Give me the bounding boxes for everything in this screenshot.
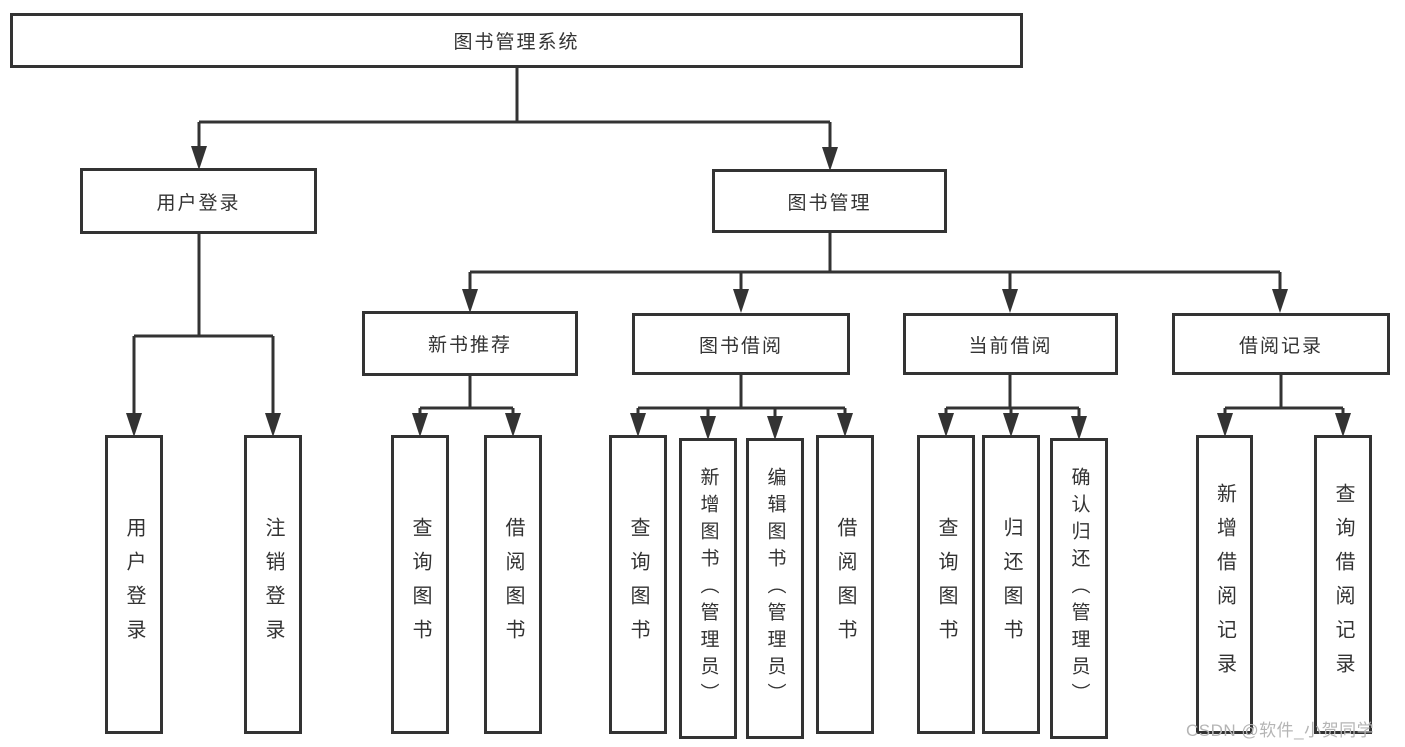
node-label: 确认归还（管理员） [1068, 467, 1090, 710]
connector-bookborrow-to-leaves [636, 375, 847, 417]
node-book-management: 图书管理 [712, 169, 947, 233]
node-label: 借阅图书 [834, 516, 856, 653]
leaf-logout: 注销登录 [244, 435, 302, 734]
connector-currentborrow-to-leaves [944, 375, 1081, 417]
node-label: 借阅图书 [502, 516, 524, 653]
node-current-borrowing: 当前借阅 [903, 313, 1118, 375]
node-library-management-system: 图书管理系统 [10, 13, 1023, 68]
connector-userlogin-to-leaves [132, 234, 275, 414]
node-label: 用户登录 [156, 192, 241, 214]
node-label: 查询图书 [627, 516, 649, 653]
node-label: 查询借阅记录 [1332, 482, 1354, 687]
leaf-query-books-borrow: 查询图书 [609, 435, 667, 734]
node-label: 新增借阅记录 [1213, 482, 1236, 687]
leaf-confirm-return-admin: 确认归还（管理员） [1050, 438, 1108, 739]
node-new-book-recommendation: 新书推荐 [362, 311, 578, 376]
leaf-borrow-books: 借阅图书 [816, 435, 874, 734]
node-label: 用户登录 [123, 516, 145, 653]
node-label: 查询图书 [409, 516, 431, 653]
node-label: 图书借阅 [698, 335, 783, 357]
node-label: 新书推荐 [427, 335, 512, 356]
arrowheads [126, 146, 1351, 440]
node-label: 新增图书（管理员） [697, 467, 719, 710]
leaf-query-books-recommend: 查询图书 [391, 435, 449, 734]
leaf-query-borrow-record: 查询借阅记录 [1314, 435, 1372, 734]
connector-bookmgmt-to-level3 [468, 233, 1282, 290]
leaf-user-login: 用户登录 [105, 435, 163, 734]
connector-records-to-leaves [1223, 375, 1345, 414]
leaf-borrow-books-recommend: 借阅图书 [484, 435, 542, 734]
leaf-add-borrow-record: 新增借阅记录 [1196, 435, 1253, 734]
node-label: 借阅记录 [1238, 335, 1323, 357]
node-label: 查询图书 [935, 516, 957, 653]
node-user-login: 用户登录 [80, 168, 317, 234]
csdn-watermark: CSDN @软件_小贺同学 [1186, 721, 1375, 740]
leaf-query-books-current: 查询图书 [917, 435, 975, 734]
leaf-edit-books-admin: 编辑图书（管理员） [746, 438, 804, 739]
node-label: 图书管理 [787, 192, 872, 214]
leaf-add-books-admin: 新增图书（管理员） [679, 438, 737, 739]
node-book-borrowing: 图书借阅 [632, 313, 850, 375]
node-label: 图书管理系统 [453, 32, 580, 53]
connector-newbook-to-leaves [418, 376, 515, 414]
node-borrowing-records: 借阅记录 [1172, 313, 1390, 375]
leaf-return-books: 归还图书 [982, 435, 1040, 734]
node-label: 当前借阅 [968, 335, 1053, 357]
node-label: 归还图书 [1000, 516, 1022, 653]
node-label: 注销登录 [262, 516, 284, 653]
connector-root-to-level2 [197, 68, 832, 148]
node-label: 编辑图书（管理员） [764, 467, 786, 710]
